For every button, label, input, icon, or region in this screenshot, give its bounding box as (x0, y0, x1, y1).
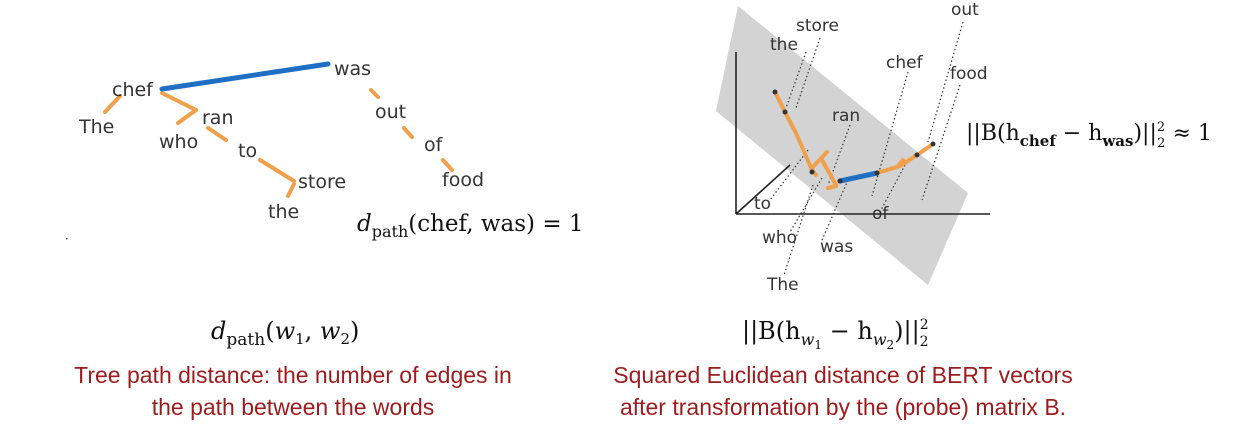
right-caption-line2: after transformation by the (probe) matr… (620, 394, 1066, 420)
proj-chef (871, 71, 909, 197)
space-word-chef: chef (886, 53, 924, 73)
point-store (772, 89, 778, 95)
point-of (914, 152, 920, 158)
point-to (809, 169, 815, 175)
proj-out (927, 21, 964, 143)
tree-word-store: store (298, 171, 346, 193)
right-caption-line1: Squared Euclidean distance of BERT vecto… (613, 362, 1072, 388)
left-tree: chef The ran who to store the was out of… (66, 58, 584, 241)
tree-word-was: was (334, 58, 371, 80)
tree-word-food: food (442, 169, 484, 191)
space-word-was: was (820, 237, 853, 257)
space-word-to: to (754, 194, 771, 214)
space-word-who: who (762, 228, 797, 248)
space-word-store: store (796, 16, 839, 36)
edge-of-food (441, 158, 454, 172)
space-word-the-cap: The (766, 275, 799, 295)
proj-who (789, 177, 823, 233)
edge-chef-ran (160, 91, 198, 112)
tree-word-who: who (159, 131, 198, 153)
stray-dot (66, 238, 68, 240)
edge-to-store (258, 158, 296, 183)
tree-word-of: of (424, 134, 444, 156)
proj-was (821, 179, 849, 241)
space-edge-chef-was (837, 170, 880, 184)
tree-word-ran: ran (202, 107, 234, 129)
tree-word-the: the (268, 201, 299, 223)
edge-chef-the (103, 94, 122, 114)
path-distance-label: dpath(w1, w2) (211, 317, 359, 350)
point-the (782, 109, 788, 115)
space-word-of: of (872, 204, 889, 224)
point-was (874, 170, 880, 176)
edge-chef-was (159, 61, 331, 92)
edge-was-out (369, 88, 380, 99)
edge-out-of (402, 126, 414, 139)
space-word-out: out (951, 0, 979, 20)
proj-store (795, 37, 821, 109)
proj-food (921, 84, 961, 201)
path-distance-example: dpath(chef, was) = 1 (357, 211, 584, 241)
tree-word-to: to (238, 140, 257, 162)
space-edge-chef-branch (820, 158, 838, 187)
edge-ran-to (206, 126, 228, 142)
space-word-the: the (770, 35, 798, 55)
tree-word-out: out (375, 101, 406, 123)
proj-of (879, 164, 906, 213)
space-edge-chef-stub (826, 184, 838, 190)
proj-to (769, 149, 809, 201)
z-axis (735, 164, 791, 215)
space-edge-of (896, 158, 905, 168)
probe-plane (716, 6, 968, 285)
space-path-right (875, 142, 935, 175)
point-food (930, 141, 936, 147)
left-caption-line2: the path between the words (152, 394, 435, 420)
space-edge-who (810, 150, 829, 170)
tree-word-chef: chef (112, 79, 154, 101)
right-space: out store the chef food ran to of who wa… (716, 0, 1212, 295)
edge-ran-who (176, 108, 198, 125)
edge-store-the (286, 182, 296, 198)
point-chef (837, 178, 843, 184)
space-word-ran: ran (832, 106, 860, 126)
space-word-food: food (950, 64, 988, 84)
tree-word-the-cap: The (78, 116, 114, 138)
left-caption-line1: Tree path distance: the number of edges … (74, 362, 512, 388)
